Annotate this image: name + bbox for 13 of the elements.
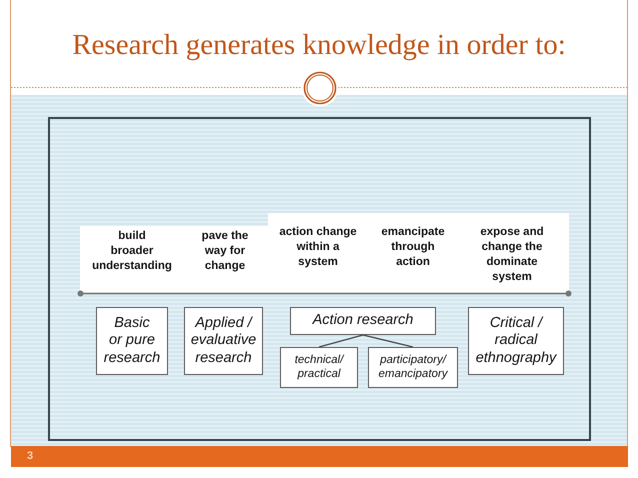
method-box: Basic or pure research [96, 307, 168, 375]
method-box: Applied / evaluative research [184, 307, 263, 375]
goal-text: action change within a system [279, 225, 357, 270]
goal-text: build broader understanding [92, 229, 172, 274]
slide-title: Research generates knowledge in order to: [72, 28, 566, 62]
method-box: Critical / radical ethnography [468, 307, 564, 375]
subtype-box: technical/ practical [280, 347, 358, 388]
goal-text: expose and change the dominate system [480, 225, 544, 285]
page-number: 3 [27, 450, 34, 463]
goal-text: pave the way for change [202, 229, 248, 274]
subtype-box: participatory/ emancipatory [368, 347, 458, 388]
method-box: Action research [290, 307, 436, 335]
goal-text: emancipate through action [381, 225, 445, 270]
